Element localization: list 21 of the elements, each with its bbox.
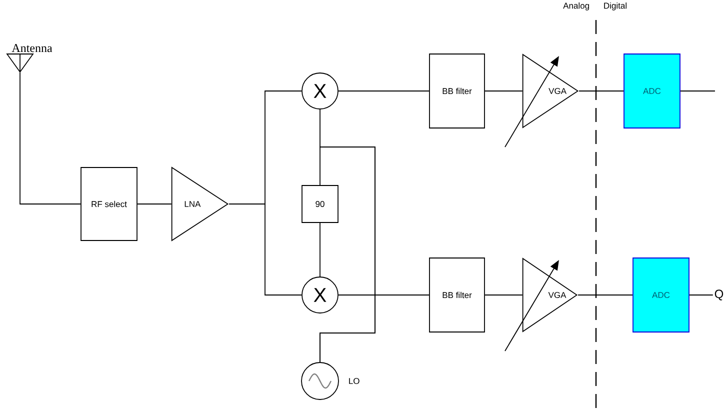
connector-line <box>20 72 81 204</box>
connector-line <box>578 294 633 296</box>
region-label: Digital <box>604 2 626 10</box>
adc-box: ADC <box>632 258 690 332</box>
block-box: RF select <box>80 167 138 241</box>
block-box: BB filter <box>429 54 485 128</box>
connector-line <box>338 90 430 92</box>
region-label: Analog <box>563 2 589 10</box>
connector-line <box>689 294 714 296</box>
beside-label: LO <box>349 378 360 384</box>
connector-line <box>680 90 716 92</box>
connector-line <box>578 90 624 92</box>
connector-line <box>338 294 430 296</box>
adc-box: ADC <box>624 54 680 128</box>
connector-line <box>484 294 523 296</box>
connector-line <box>484 90 523 92</box>
output-label: Q <box>714 290 724 300</box>
block-box: 90 <box>302 185 338 223</box>
connector-line <box>228 204 302 296</box>
oscillator-circle <box>301 362 339 400</box>
block-box: BB filter <box>429 258 485 332</box>
